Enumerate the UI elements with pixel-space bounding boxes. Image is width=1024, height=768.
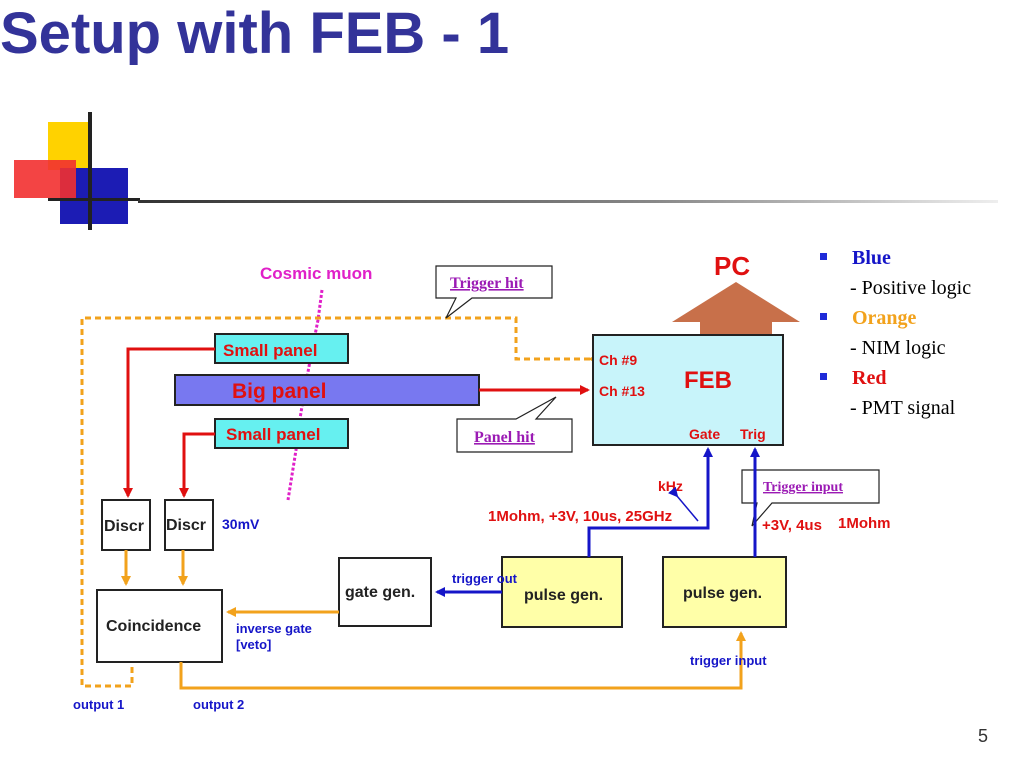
- coincidence-box: [96, 589, 223, 663]
- callout-trigger-input: Trigger input: [741, 469, 880, 527]
- small-panel-top-label: Small panel: [223, 341, 317, 360]
- small-panel-bottom-label: Small panel: [226, 425, 320, 444]
- bullet-icon: [820, 252, 827, 260]
- pc-label: PC: [714, 251, 750, 281]
- gate-gen-label: gate gen.: [345, 584, 415, 601]
- veto-label: [veto]: [236, 637, 271, 652]
- pulse-right-params: +3V, 4us: [762, 517, 822, 534]
- callout-panel-hit-text: Panel hit: [474, 429, 536, 446]
- discr-right-label: Discr: [166, 517, 206, 534]
- legend-item-blue: Blue: [820, 243, 971, 273]
- pc-arrow: [672, 282, 800, 334]
- feb-label: FEB: [684, 367, 732, 394]
- output1-label: output 1: [73, 697, 124, 712]
- coincidence-label: Coincidence: [106, 618, 201, 635]
- color-legend: Blue - Positive logic Orange - NIM logic…: [820, 243, 971, 423]
- pulse-gen-left-box: [501, 556, 623, 628]
- trigger-input-label: trigger input: [690, 653, 767, 668]
- trigger-out-label: trigger out: [452, 571, 518, 586]
- feb-ch9: Ch #9: [599, 352, 637, 368]
- pulse-right-impedance: 1Mohm: [838, 515, 891, 532]
- legend-orange-name: Orange: [852, 307, 917, 329]
- cosmic-muon-label: Cosmic muon: [260, 264, 372, 283]
- callout-trigger-input-text: Trigger input: [763, 480, 843, 495]
- feb-box: [592, 334, 784, 446]
- khz-pointer: [668, 486, 699, 522]
- pmt-line-bottom: [179, 432, 215, 498]
- callout-trigger-hit: Trigger hit: [435, 265, 553, 319]
- gate-gen-box: [338, 557, 432, 627]
- big-panel: [174, 374, 480, 406]
- discr-right: [164, 499, 214, 551]
- page-number: 5: [978, 726, 989, 746]
- bullet-icon: [820, 312, 827, 320]
- discr-left-label: Discr: [104, 518, 144, 535]
- legend-blue-name: Blue: [852, 247, 891, 269]
- pmt-line-top: [123, 347, 215, 498]
- corner-decoration: [14, 112, 140, 230]
- callout-trigger-hit-text: Trigger hit: [450, 275, 524, 292]
- feb-trig: Trig: [740, 426, 766, 442]
- output2-label: output 2: [193, 697, 244, 712]
- legend-red-name: Red: [852, 367, 887, 389]
- callout-panel-hit: Panel hit: [456, 396, 573, 453]
- big-panel-label: Big panel: [232, 380, 327, 403]
- pulse-left-params: 1Mohm, +3V, 10us, 25GHz: [488, 508, 672, 525]
- slide-title: Setup with FEB - 1: [0, 1, 510, 66]
- bullet-icon: [820, 372, 827, 380]
- legend-item-red: Red: [820, 363, 971, 393]
- gate-signal-line: [587, 447, 713, 557]
- threshold-label: 30mV: [222, 516, 260, 532]
- feb-gate: Gate: [689, 426, 720, 442]
- pulse-gen-left-label: pulse gen.: [524, 587, 603, 604]
- trigger-hit-line: [80, 316, 598, 688]
- khz-label: kHz: [658, 478, 683, 494]
- inverse-gate-label: inverse gate: [236, 621, 312, 636]
- legend-blue-desc: - Positive logic: [850, 277, 972, 299]
- pulse-gen-right-label: pulse gen.: [683, 585, 762, 602]
- legend-item-orange: Orange: [820, 303, 971, 333]
- title-underline: [138, 200, 998, 203]
- legend-red-desc: - PMT signal: [850, 397, 956, 419]
- legend-orange-desc: - NIM logic: [850, 337, 946, 359]
- feb-ch13: Ch #13: [599, 383, 645, 399]
- pulse-gen-right-box: [662, 556, 787, 628]
- output2-line: [179, 631, 746, 690]
